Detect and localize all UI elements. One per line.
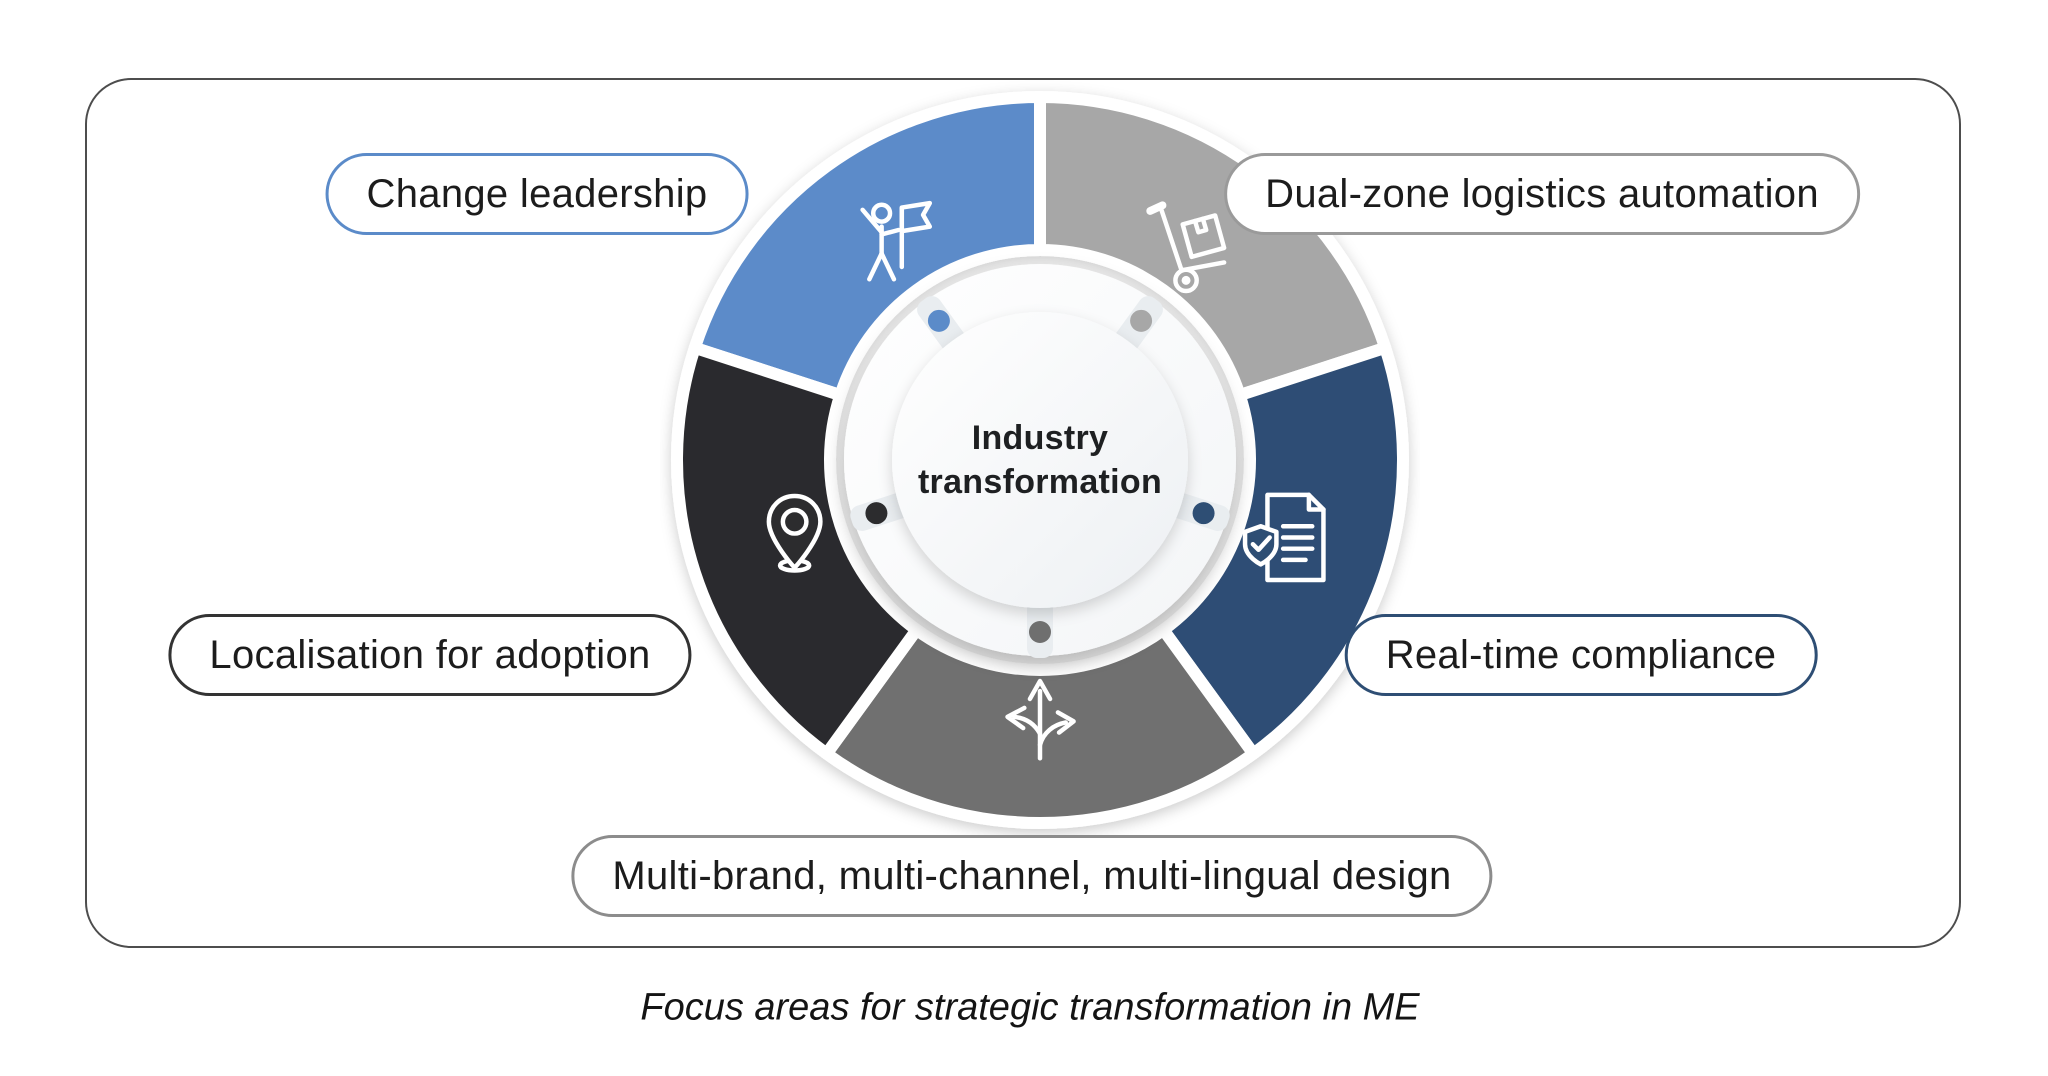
center-label-line2: transformation <box>917 463 1163 501</box>
segment-dot-multi-design <box>1029 621 1051 643</box>
figure-caption: Focus areas for strategic transformation… <box>640 986 1420 1029</box>
segment-change-leadership <box>688 91 1046 402</box>
pill-dual-zone-logistics: Dual-zone logistics automation <box>1224 153 1860 235</box>
donut-diagram <box>671 91 1409 829</box>
pill-real-time-compliance: Real-time compliance <box>1344 614 1818 696</box>
center-label-line1: Industry <box>971 418 1109 457</box>
segment-dot-real-time-compliance <box>1192 502 1215 525</box>
segment-dot-localisation-adoption <box>865 502 888 525</box>
center-label: Industry transformation <box>860 416 1220 504</box>
pill-localisation-adoption: Localisation for adoption <box>168 614 692 696</box>
segment-dot-change-leadership <box>927 309 950 332</box>
center-circle <box>892 312 1188 608</box>
pill-change-leadership: Change leadership <box>325 153 749 235</box>
segment-dot-dual-zone-logistics <box>1130 309 1153 332</box>
pill-multi-design: Multi-brand, multi-channel, multi-lingua… <box>571 835 1493 917</box>
